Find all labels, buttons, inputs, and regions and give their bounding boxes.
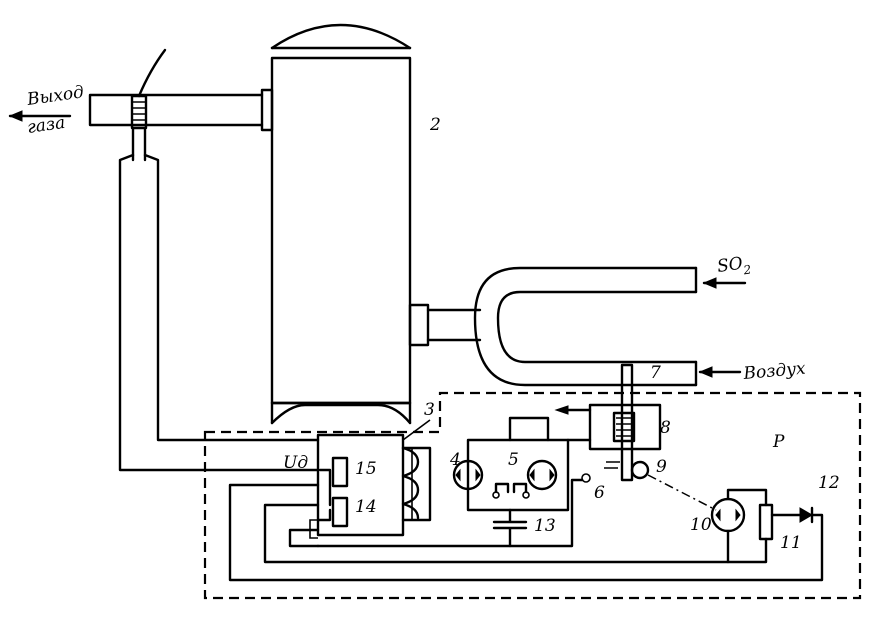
gas-outlet-pipe <box>8 48 320 472</box>
motor-generator-group <box>316 416 591 548</box>
number-8: 8 <box>660 418 671 438</box>
servo-circuit <box>228 474 824 582</box>
number-10: 10 <box>690 515 712 535</box>
number-12: 12 <box>818 473 840 493</box>
wiring <box>263 503 730 564</box>
number-14: 14 <box>355 497 377 517</box>
number-13: 13 <box>534 516 556 536</box>
control-region-boundary <box>203 391 862 600</box>
number-11: 11 <box>780 533 802 553</box>
number-7: 7 <box>650 363 661 383</box>
gas-outlet-label-line2: газа <box>26 113 67 138</box>
labels: Выход газа SO2 Воздух Uд Р 2 3 4 5 6 7 8… <box>25 82 840 553</box>
number-3: 3 <box>424 400 435 420</box>
region-p-label: Р <box>772 432 785 452</box>
number-9: 9 <box>656 457 667 477</box>
valve-assembly <box>554 363 662 482</box>
so2-label: SO2 <box>716 253 752 281</box>
inlet-u-pipe <box>408 266 747 387</box>
number-15: 15 <box>355 459 377 479</box>
reactor-vessel <box>270 23 412 425</box>
number-2: 2 <box>429 115 441 135</box>
ua-label: Uд <box>283 453 308 473</box>
number-4: 4 <box>449 450 461 470</box>
number-5: 5 <box>508 450 519 470</box>
gas-outlet-label-line1: Выход <box>25 82 85 110</box>
number-6: 6 <box>594 483 605 503</box>
measuring-block <box>316 419 432 537</box>
air-inlet-label: Воздух <box>742 359 807 384</box>
